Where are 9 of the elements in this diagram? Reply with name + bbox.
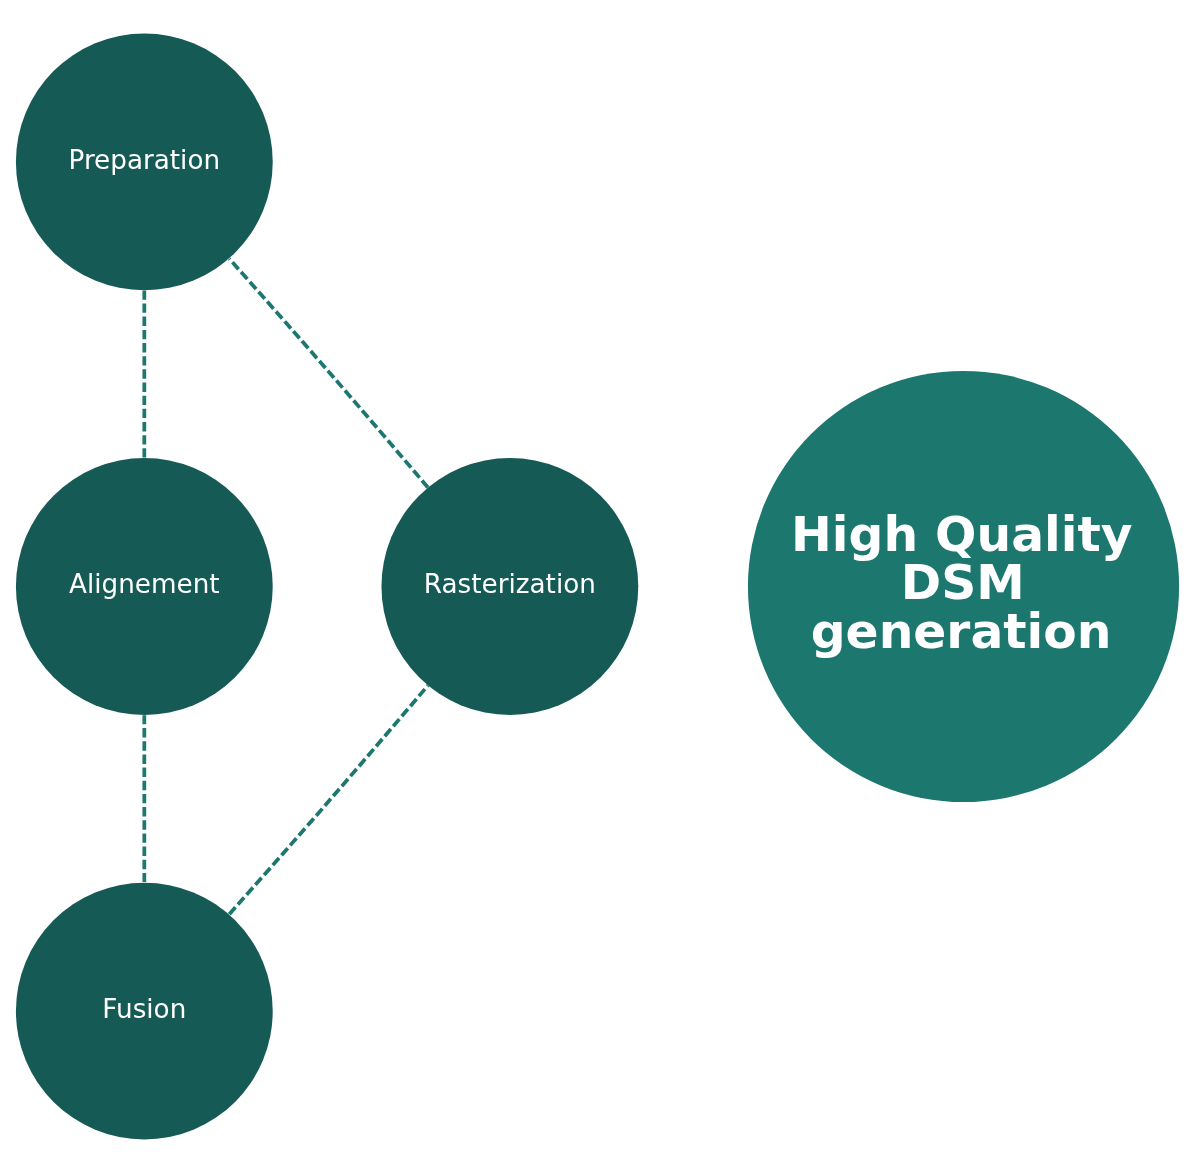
node-circle: Fusion	[15, 882, 273, 1140]
connector	[227, 257, 430, 489]
node-circle: Alignement	[15, 458, 273, 715]
node-circle: Preparation	[15, 33, 273, 291]
node-circle: High Quality DSM generation	[747, 370, 1180, 803]
connector	[142, 715, 147, 883]
connector	[227, 684, 430, 916]
node-circle: Rasterization	[381, 458, 639, 715]
connector	[142, 290, 147, 459]
